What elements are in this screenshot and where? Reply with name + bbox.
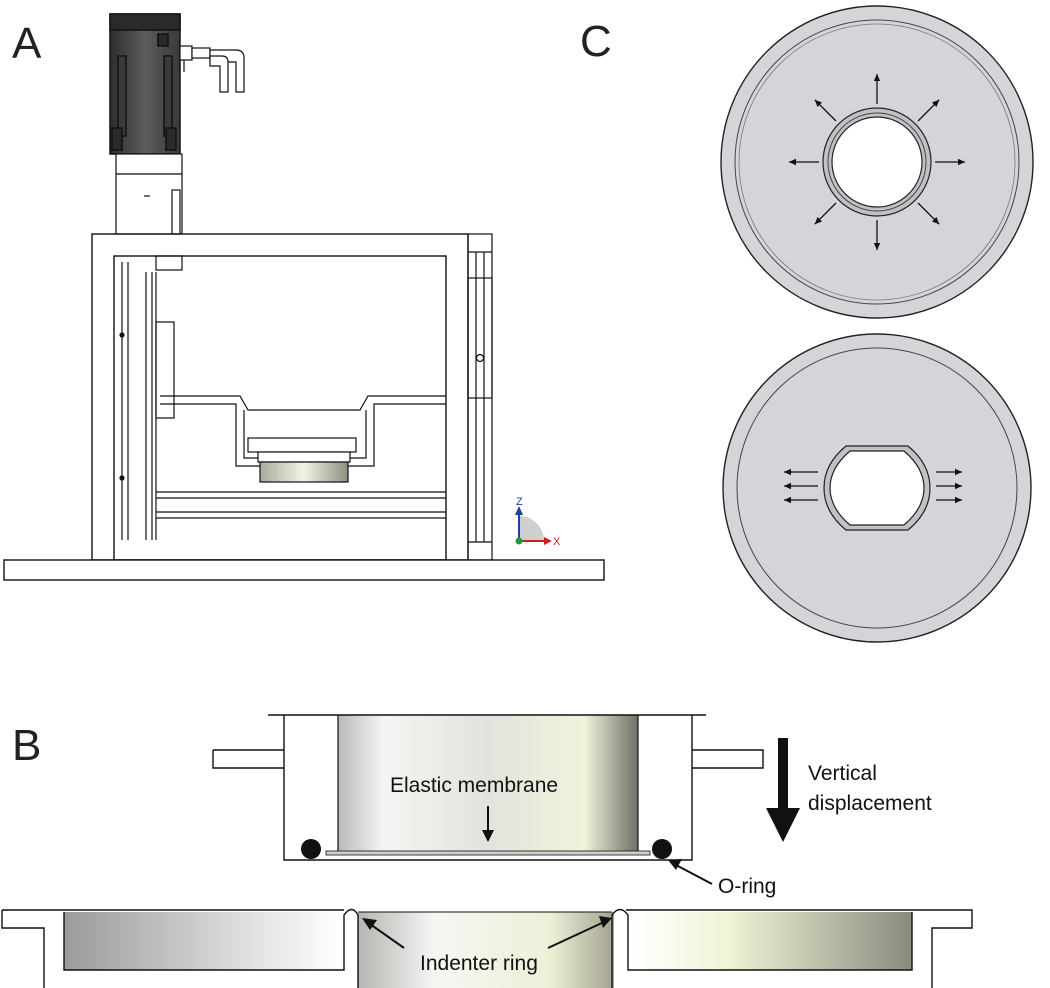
radial-arrow [935, 158, 965, 166]
frame-right-post [467, 233, 493, 561]
indenter-ring-label: Indenter ring [420, 952, 538, 975]
o-ring-arrow [668, 859, 713, 885]
elastic-membrane-label: Elastic membrane [390, 774, 558, 797]
uniaxial-arrow-right [936, 468, 962, 476]
uniaxial-arrow-left [784, 496, 818, 504]
membrane-arrow [482, 806, 494, 842]
disc-radial [720, 5, 1034, 319]
sample-holder [257, 451, 351, 483]
radial-arrow [814, 99, 837, 122]
callouts: Elastic membrane Vertical displacement O… [362, 738, 932, 975]
linear-guide-rail [119, 255, 183, 540]
vertical-label: Vertical [808, 762, 877, 785]
indenter-arrows [362, 916, 612, 949]
axis-x-label: X [553, 536, 561, 548]
frame-outer [91, 233, 469, 561]
panel-c-label: C [580, 17, 612, 66]
o-ring-right [652, 839, 672, 859]
base-plate [3, 559, 605, 581]
panel-c: C [580, 5, 1034, 643]
panel-a-label: A [12, 19, 42, 68]
lower-rails [156, 491, 446, 519]
radial-stretch-arrows [789, 74, 965, 250]
uniaxial-arrow-left [784, 468, 818, 476]
vertical-displacement-arrow [766, 738, 800, 842]
stepper-motor [109, 13, 181, 155]
radial-arrow [917, 99, 940, 122]
axis-triad: Z X [515, 496, 561, 548]
radial-arrow [814, 202, 837, 225]
o-ring-label: O-ring [718, 875, 776, 898]
disc-uniaxial [722, 333, 1032, 643]
elastic-membrane [325, 850, 651, 856]
radial-arrow [789, 158, 819, 166]
axis-z-label: Z [516, 496, 523, 508]
uniaxial-arrow-left [784, 482, 818, 490]
o-ring-left [301, 839, 321, 859]
panel-b: B Elastic membrane [1, 714, 973, 988]
uniaxial-arrow-right [936, 482, 962, 490]
motor-cable-connector [179, 45, 245, 93]
motor-coupling [115, 153, 183, 235]
radial-arrow [873, 74, 881, 104]
uniaxial-arrow-right [936, 496, 962, 504]
radial-arrow [873, 220, 881, 250]
uniaxial-stretch-arrows [784, 468, 962, 504]
radial-arrow [917, 202, 940, 225]
displacement-label: displacement [808, 792, 932, 815]
panel-b-label: B [12, 721, 41, 770]
panel-a: A [3, 13, 605, 581]
indenter-base [1, 908, 973, 988]
